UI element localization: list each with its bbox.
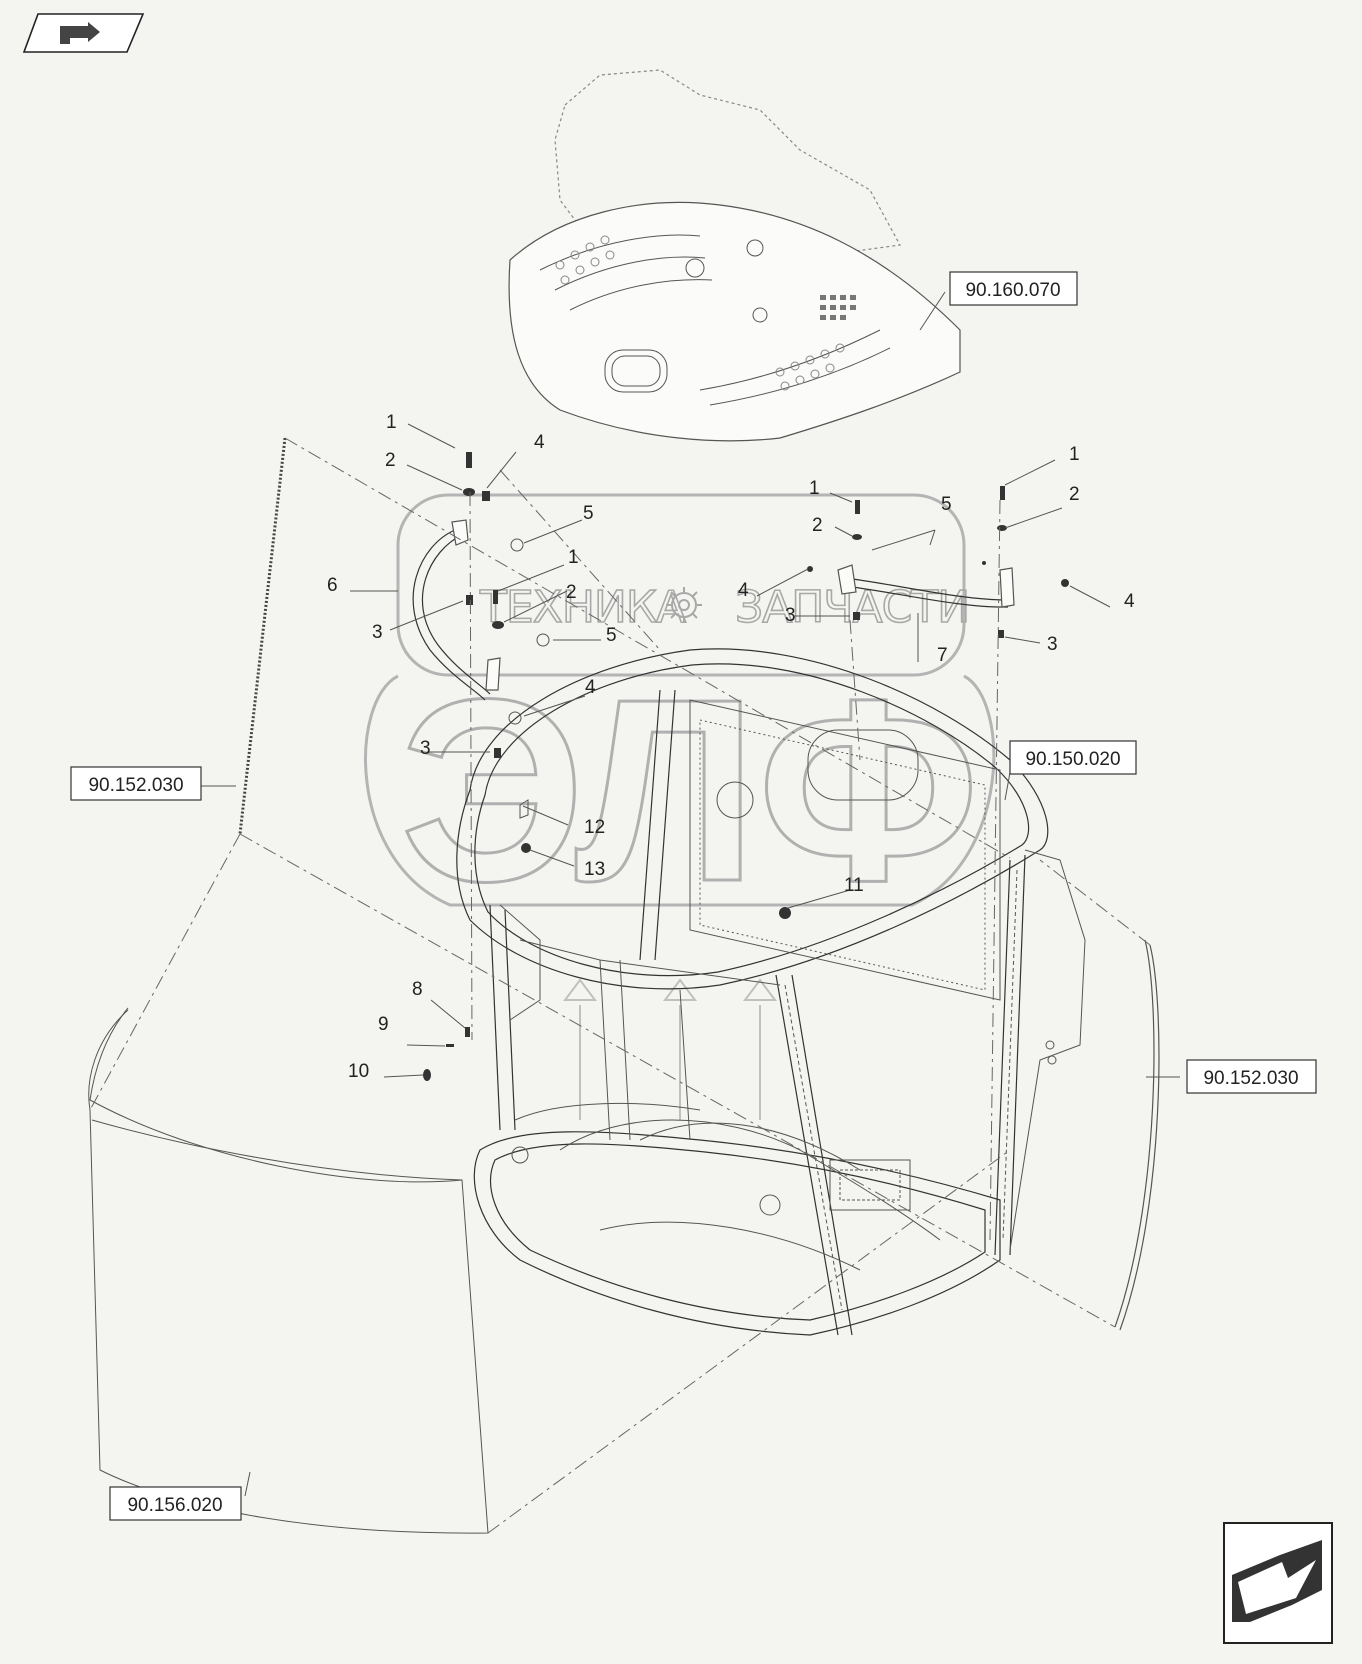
callout-12: 12	[584, 817, 605, 838]
reference-leaders	[200, 291, 1180, 1497]
ref-label: 90.152.030	[1203, 1068, 1298, 1089]
callout-1: 1	[386, 412, 397, 433]
grab-handle-left	[412, 519, 501, 701]
callout-2: 2	[1069, 484, 1080, 505]
assembly-lines	[89, 437, 1151, 1534]
callout-4: 4	[585, 677, 596, 698]
ref-box-90-156-020[interactable]: 90.156.020	[109, 1486, 242, 1521]
callout-5: 5	[583, 503, 594, 524]
next-page-arrow-icon[interactable]	[1223, 1522, 1333, 1644]
leader-lines	[350, 423, 1111, 1078]
callout-3: 3	[372, 622, 383, 643]
ref-box-90-160-070[interactable]: 90.160.070	[949, 271, 1078, 306]
floor-mat-diagram	[508, 69, 961, 442]
ref-box-90-152-030-right[interactable]: 90.152.030	[1186, 1059, 1317, 1094]
ref-box-90-152-030-left[interactable]: 90.152.030	[70, 766, 202, 801]
callout-3: 3	[785, 605, 796, 626]
callout-4: 4	[738, 580, 749, 601]
callout-3: 3	[420, 738, 431, 759]
callout-4: 4	[534, 432, 545, 453]
callout-1: 1	[809, 478, 820, 499]
left-side-glass	[238, 437, 287, 835]
ref-label: 90.156.020	[127, 1495, 222, 1516]
callout-1: 1	[568, 547, 579, 568]
watermark: ТЕХНИКА ЗАПЧАСТИ ЭЛФ	[364, 493, 996, 1120]
hardware-parts	[423, 452, 1069, 1081]
callout-6: 6	[327, 575, 338, 596]
callout-9: 9	[378, 1014, 389, 1035]
callout-5: 5	[941, 494, 952, 515]
ref-label: 90.160.070	[965, 280, 1060, 301]
callout-2: 2	[812, 515, 823, 536]
callout-5: 5	[606, 625, 617, 646]
callout-2: 2	[566, 582, 577, 603]
callout-11: 11	[844, 875, 864, 896]
callout-8: 8	[412, 979, 423, 1000]
callout-numbers: 1 2 4 5 6 1 2 3 5 4 3 12 13 1 2 4 3 5 1 …	[327, 412, 1135, 1082]
callout-10: 10	[348, 1061, 369, 1082]
cab-frame-diagram	[456, 648, 1086, 1336]
ref-box-90-150-020[interactable]: 90.150.020	[1009, 740, 1137, 775]
callout-1: 1	[1069, 444, 1080, 465]
watermark-text-left: ТЕХНИКА	[479, 582, 686, 633]
callout-4: 4	[1124, 591, 1135, 612]
gear-icon	[666, 587, 702, 623]
ref-label: 90.152.030	[88, 775, 183, 796]
right-side-glass	[1114, 939, 1160, 1331]
ref-label: 90.150.020	[1025, 749, 1120, 770]
front-windshield	[88, 1007, 489, 1534]
grab-handle-right	[837, 564, 1015, 608]
callout-7: 7	[937, 645, 948, 666]
callout-13: 13	[584, 859, 605, 880]
callout-2: 2	[385, 450, 396, 471]
callout-3: 3	[1047, 634, 1058, 655]
previous-page-arrow-icon[interactable]	[22, 13, 145, 53]
